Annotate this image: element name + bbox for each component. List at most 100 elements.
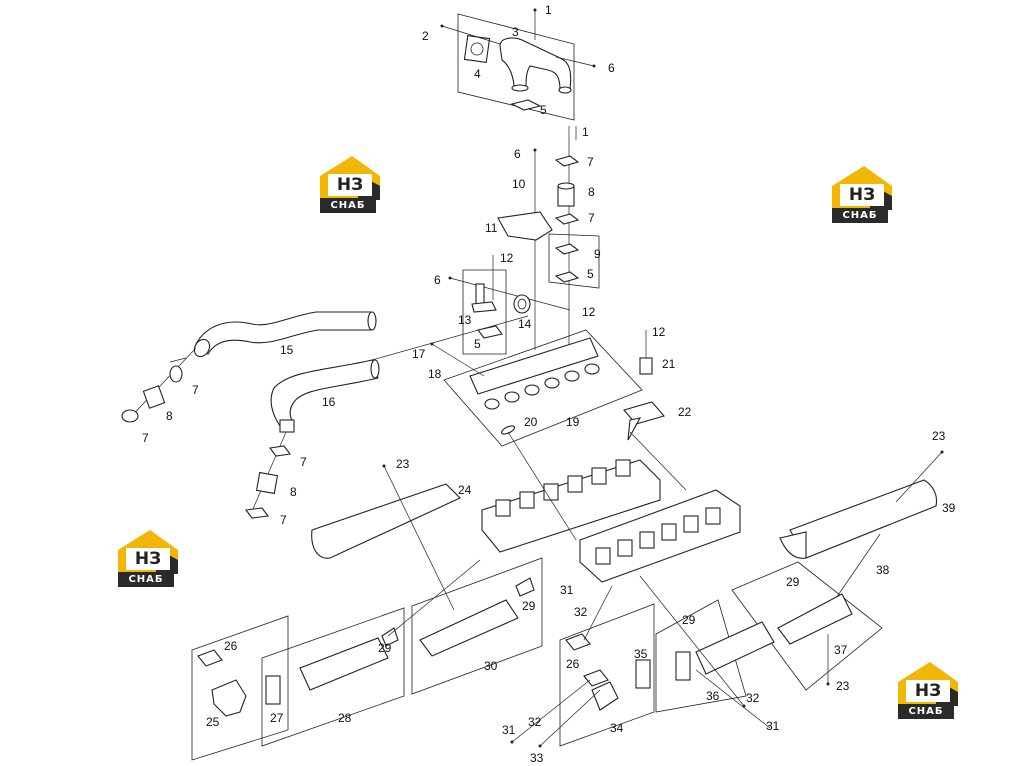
callout-6c: 6 xyxy=(434,273,441,287)
callout-36: 36 xyxy=(706,689,720,703)
head-boss xyxy=(683,515,699,533)
callout-31b: 31 xyxy=(502,723,516,737)
callout-29d: 29 xyxy=(378,641,392,655)
manifold-port xyxy=(584,363,600,375)
callout-8c: 8 xyxy=(290,485,297,499)
logo-text-big: НЗ xyxy=(328,174,372,196)
callout-29c: 29 xyxy=(682,613,696,627)
top-elbow-assembly xyxy=(440,8,596,140)
callout-13: 13 xyxy=(458,313,472,327)
logo-text-small: СНАБ xyxy=(898,704,954,719)
head-boss xyxy=(495,499,511,517)
callout-35: 35 xyxy=(634,647,648,661)
head-boss xyxy=(617,539,633,557)
callout-29b: 29 xyxy=(522,599,536,613)
callout-23c: 23 xyxy=(836,679,850,693)
callout-23: 23 xyxy=(932,429,946,443)
callout-32c: 32 xyxy=(528,715,542,729)
callout-30: 30 xyxy=(484,659,498,673)
head-boss xyxy=(661,523,677,541)
callout-18: 18 xyxy=(428,367,442,381)
callout-20: 20 xyxy=(524,415,538,429)
callout-8: 8 xyxy=(588,185,595,199)
callout-8b: 8 xyxy=(166,409,173,423)
head-boss xyxy=(567,475,583,493)
vertical-pipe-stack xyxy=(448,126,600,350)
callout-7d: 7 xyxy=(142,431,149,445)
head-boss xyxy=(519,491,535,509)
callout-1: 1 xyxy=(545,3,552,17)
callout-27: 27 xyxy=(270,711,284,725)
callout-26b: 26 xyxy=(566,657,580,671)
logo-text-big: НЗ xyxy=(906,680,950,702)
callout-33: 33 xyxy=(530,751,544,765)
callout-24: 24 xyxy=(458,483,472,497)
logo-text-big: НЗ xyxy=(840,184,884,206)
callout-38: 38 xyxy=(876,563,890,577)
callout-32: 32 xyxy=(574,605,588,619)
pipes-15-16 xyxy=(121,311,529,519)
logo-text-big: НЗ xyxy=(126,548,170,570)
callout-6: 6 xyxy=(608,61,615,75)
callout-6b: 6 xyxy=(514,147,521,161)
lower-right-manifold xyxy=(510,561,883,748)
callout-4: 4 xyxy=(474,67,481,81)
callout-39: 39 xyxy=(942,501,956,515)
head-boss xyxy=(595,547,611,565)
callout-5: 5 xyxy=(540,103,547,117)
head-boss xyxy=(591,467,607,485)
bracket-group-12-14 xyxy=(462,255,531,355)
callout-17: 17 xyxy=(412,347,426,361)
callout-5b: 5 xyxy=(587,267,594,281)
callout-37: 37 xyxy=(834,643,848,657)
callout-25: 25 xyxy=(206,715,220,729)
head-boss xyxy=(639,531,655,549)
manifold-port xyxy=(524,384,540,396)
callout-23b: 23 xyxy=(396,457,410,471)
manifold-port xyxy=(484,398,500,410)
callout-12c: 12 xyxy=(652,325,666,339)
lower-left-manifold xyxy=(191,557,543,761)
logo-text-small: СНАБ xyxy=(832,208,888,223)
logo-watermark: НЗ СНАБ xyxy=(116,530,182,590)
callout-7e: 7 xyxy=(300,455,307,469)
callout-9: 9 xyxy=(594,247,601,261)
callout-7f: 7 xyxy=(280,513,287,527)
callout-1b: 1 xyxy=(582,125,589,139)
logo-text-small: СНАБ xyxy=(118,572,174,587)
callout-21: 21 xyxy=(662,357,676,371)
callout-7: 7 xyxy=(587,155,594,169)
callout-28: 28 xyxy=(338,711,352,725)
manifold-port xyxy=(504,391,520,403)
head-boss xyxy=(705,507,721,525)
callout-29: 29 xyxy=(786,575,800,589)
logo-watermark: НЗ СНАБ xyxy=(830,166,896,226)
connector-leaders xyxy=(387,431,687,641)
callout-labels: 1 2 3 6 4 5 1 6 7 10 8 7 11 9 12 5 6 12 … xyxy=(142,3,956,765)
logo-watermark: НЗ СНАБ xyxy=(318,156,384,216)
callout-10: 10 xyxy=(512,177,526,191)
cylinder-heads xyxy=(481,459,741,583)
callout-12b: 12 xyxy=(582,305,596,319)
callout-34: 34 xyxy=(610,721,624,735)
callout-31c: 31 xyxy=(766,719,780,733)
callout-3: 3 xyxy=(512,25,519,39)
callout-2: 2 xyxy=(422,29,429,43)
callout-11: 11 xyxy=(485,221,498,235)
callout-7c: 7 xyxy=(192,383,199,397)
callout-26: 26 xyxy=(224,639,238,653)
manifold-port xyxy=(564,370,580,382)
callout-5c: 5 xyxy=(474,337,481,351)
heat-shield-right xyxy=(779,450,944,686)
head-boss xyxy=(615,459,631,477)
callout-12: 12 xyxy=(500,251,514,265)
logo-text-small: СНАБ xyxy=(320,198,376,213)
callout-14: 14 xyxy=(518,317,532,331)
callout-15: 15 xyxy=(280,343,294,357)
manifold-port xyxy=(544,377,560,389)
callout-19: 19 xyxy=(566,415,580,429)
callout-7b: 7 xyxy=(588,211,595,225)
callout-32b: 32 xyxy=(746,691,760,705)
heat-shield-left xyxy=(311,464,461,611)
